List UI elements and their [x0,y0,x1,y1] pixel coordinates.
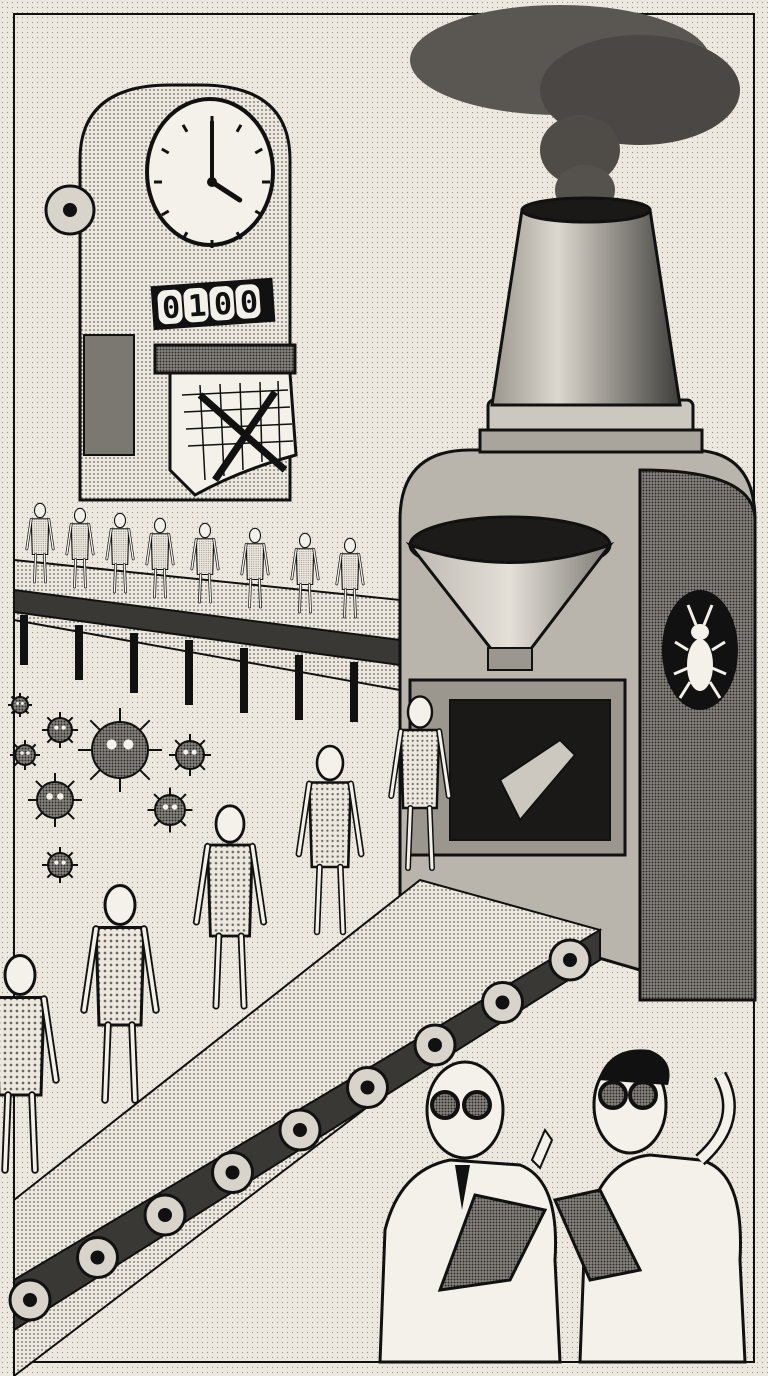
human-figure [335,537,365,619]
clock-tick [161,147,170,155]
clock-icon [145,97,275,248]
human-figure [80,884,160,1104]
beetle-icon [662,590,738,710]
human-figure [25,502,55,584]
lower-figure-row [0,695,452,1174]
smokestack-icon [478,196,704,454]
clock-tick [235,231,243,240]
counter-digit-3: 0 [213,287,233,323]
human-figure [192,804,268,1010]
germ-icon [147,787,193,833]
counter-digit-2: 1 [187,288,207,324]
human-figure [290,532,320,614]
human-figure [65,507,95,589]
scientist-right [552,1049,747,1364]
smoke-cloud [410,5,740,215]
clock-tick [181,231,189,240]
clock-tick [235,124,243,133]
human-figure [0,954,60,1174]
clock-hour-hand [209,179,243,203]
funnel-icon [405,515,615,671]
germ-icon [42,712,78,748]
germ-icon [28,773,82,827]
counter-digit-4: 0 [239,285,259,321]
scientist-left [378,1060,562,1364]
clock-tick [254,209,263,217]
human-figure [295,744,365,936]
germ-icon [169,734,211,776]
germ-swarm [8,693,211,883]
clock-tick [254,147,263,155]
human-figure [190,522,220,604]
human-figure [105,512,135,594]
processing-machine [398,448,757,1002]
upper-figure-row [25,502,365,619]
counter-digit-1: 0 [161,290,181,326]
germ-icon [10,740,40,770]
lower-conveyor [8,878,603,1376]
germ-icon [8,693,32,717]
clipboard-right [552,1188,643,1282]
germ-icon [42,847,78,883]
human-figure [240,527,270,609]
clock-machine: 0 1 0 0 [44,83,298,502]
germ-icon [78,708,162,792]
clock-tick [181,124,189,133]
human-figure [145,517,175,599]
calendar-icon [153,343,298,497]
clipboard-left [437,1193,548,1292]
odometer-counter: 0 1 0 0 [150,277,276,331]
clock-tick [161,209,170,217]
gear-icon [44,184,96,236]
human-figure [388,695,452,872]
